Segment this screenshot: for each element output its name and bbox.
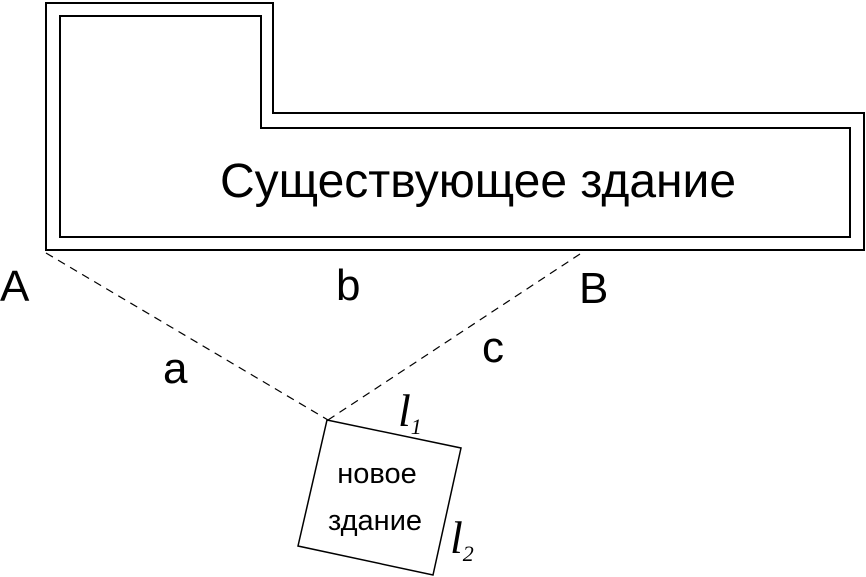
side-label-l1-base: l — [398, 385, 411, 436]
segment-label-a: a — [163, 344, 188, 393]
side-label-l1: l1 — [398, 385, 422, 439]
existing-building-outer-wall — [45, 2, 865, 251]
existing-building-inner-wall — [59, 15, 851, 238]
distance-line-a — [45, 252, 329, 421]
existing-building-label: Существующее здание — [220, 155, 736, 208]
segment-label-c: c — [482, 323, 504, 372]
new-building-label-line2: здание — [328, 505, 422, 537]
side-label-l1-subscript: 1 — [411, 414, 422, 439]
side-label-l2-base: l — [450, 512, 463, 563]
side-label-l2: l2 — [450, 512, 474, 566]
point-label-b: B — [579, 264, 608, 313]
side-label-l2-subscript: 2 — [463, 541, 474, 566]
segment-label-b: b — [336, 261, 360, 310]
new-building-label-line1: новое — [337, 458, 416, 490]
distance-line-c — [327, 253, 581, 421]
point-label-a: A — [0, 262, 30, 311]
new-building-outline — [297, 419, 462, 576]
